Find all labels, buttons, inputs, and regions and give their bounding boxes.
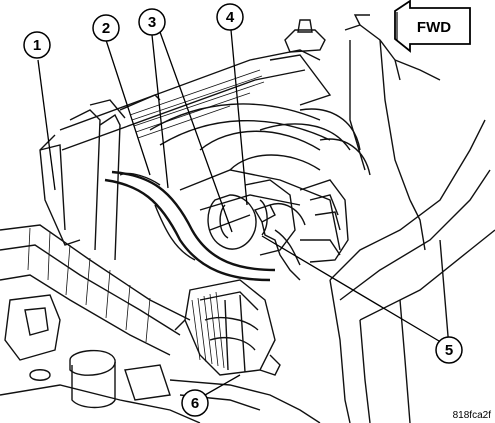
figure-id: 818fca2f (453, 410, 492, 421)
callout-number: 5 (445, 342, 453, 359)
leader-lines (37, 29, 440, 396)
leader-line-5 (261, 235, 440, 342)
engine-illustration (0, 14, 495, 423)
callout-1: 1 (23, 31, 51, 59)
leader-line-3b (159, 31, 233, 233)
fwd-label: FWD (417, 19, 451, 36)
leader-line-1 (37, 59, 56, 191)
callout-number: 6 (191, 395, 199, 412)
callout-number: 4 (226, 9, 235, 26)
callout-4: 4 (216, 3, 244, 31)
callout-2: 2 (92, 14, 120, 42)
leader-line-6 (204, 374, 241, 396)
callout-number: 2 (102, 20, 110, 37)
callout-6: 6 (181, 389, 209, 417)
callout-number: 3 (148, 14, 156, 31)
leader-line-3a (151, 34, 169, 189)
forward-direction-indicator: FWD (394, 0, 471, 53)
callout-5: 5 (435, 336, 463, 364)
callout-3: 3 (138, 8, 166, 36)
leader-line-2 (105, 39, 151, 176)
forward-arrow-icon (394, 0, 471, 53)
leader-line-4 (230, 29, 248, 206)
callout-number: 1 (33, 37, 41, 54)
